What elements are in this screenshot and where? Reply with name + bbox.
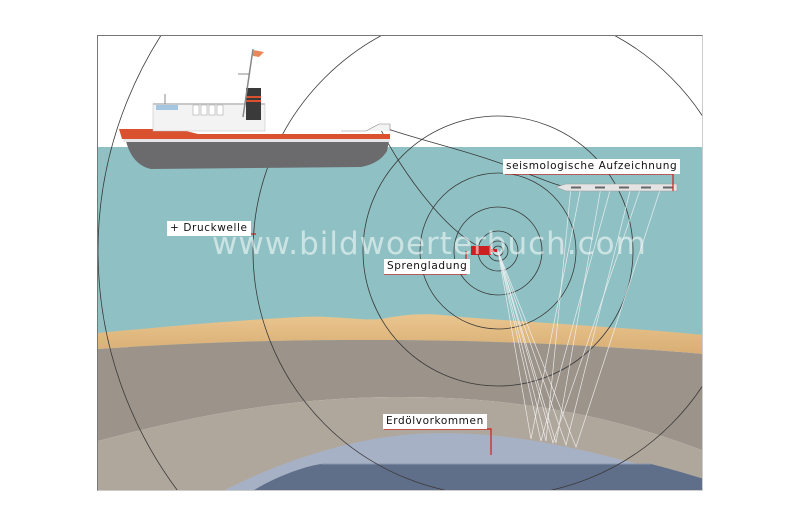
watermark: www.bildwoerterbuch.com — [212, 226, 647, 262]
streamer — [555, 183, 678, 192]
explosive-charge — [471, 246, 497, 255]
seismic-survey-illustration — [98, 36, 702, 490]
label-oil-deposit: Erdölvorkommen — [383, 414, 487, 429]
diagram-frame — [97, 35, 703, 491]
deep-layer — [254, 464, 702, 490]
upper-rock-layer — [98, 339, 702, 451]
sand-layer — [98, 314, 702, 354]
label-explosive-charge: Sprengladung — [384, 259, 471, 274]
label-pressure-wave: + Druckwelle — [167, 221, 251, 236]
reflection-rays — [497, 186, 662, 449]
ship — [119, 48, 391, 169]
water — [98, 147, 702, 347]
label-seismic-recording: seismologische Aufzeichnung — [503, 159, 681, 174]
